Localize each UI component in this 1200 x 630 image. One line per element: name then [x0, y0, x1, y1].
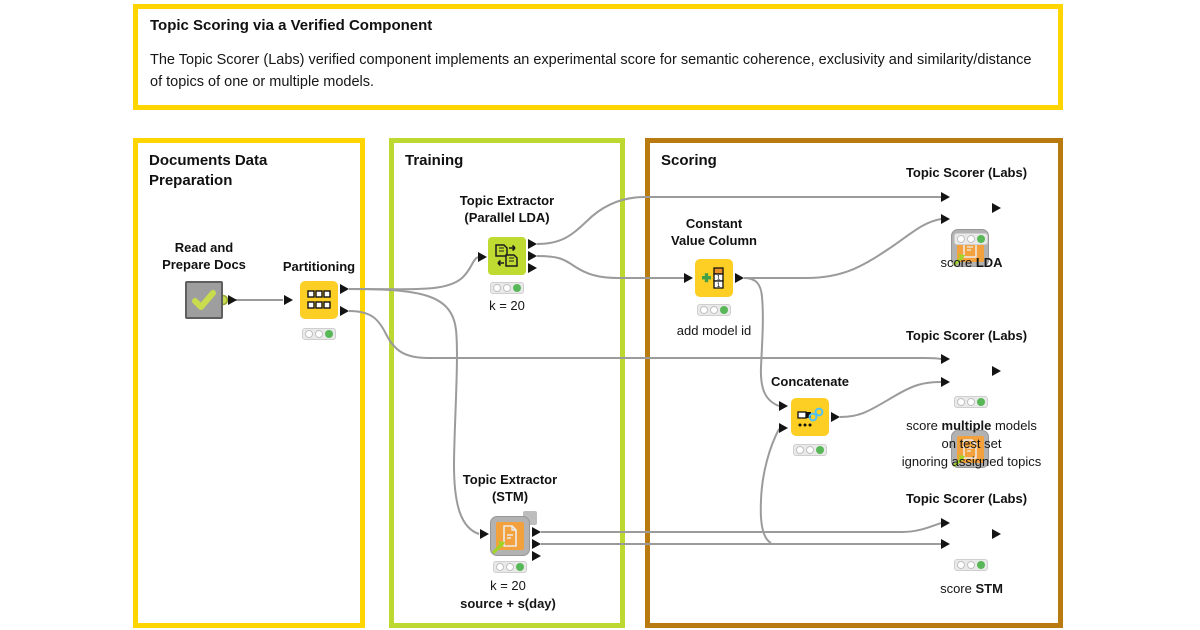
label-topic-scorer-stm: Topic Scorer (Labs)	[905, 491, 1028, 506]
lda-output-port-2	[528, 251, 537, 261]
label-read-and-prepare-docs: Read and Prepare Docs	[162, 240, 246, 273]
label-partitioning: Partitioning	[282, 259, 356, 274]
wire-lda-to-scorer-lda[interactable]	[536, 196, 941, 245]
group-title-scoring: Scoring	[661, 152, 717, 169]
concatenate-icon	[797, 407, 824, 427]
node-topic-scorer-multi[interactable]	[951, 430, 989, 468]
label-constant-value-column: Constant Value Column	[671, 216, 757, 249]
cvc-output-port	[735, 273, 744, 283]
wire-partitioning-to-stm[interactable]	[348, 288, 480, 535]
label-topic-scorer-multi: Topic Scorer (Labs)	[905, 328, 1028, 343]
read-output-arrow	[228, 295, 237, 305]
svg-text:1: 1	[717, 282, 721, 289]
concatenate-output-port	[831, 412, 840, 422]
scorer-multi-output-port	[992, 366, 1001, 376]
scorer-multi-input-port-2	[941, 377, 950, 387]
group-box-documents-data-preparation[interactable]: Documents Data Preparation	[133, 138, 365, 628]
wire-concatenate-to-scorer-multi[interactable]	[839, 381, 942, 418]
stm-component-body	[491, 522, 524, 555]
annotation-body: The Topic Scorer (Labs) verified compone…	[150, 51, 1032, 90]
scorer-stm-output-port	[992, 529, 1001, 539]
cvc-input-port	[684, 273, 693, 283]
scorer-multi-body	[952, 435, 984, 467]
node-read-and-prepare-docs[interactable]	[185, 281, 223, 319]
sublabel-lda-k: k = 20	[489, 298, 525, 313]
topic-extractor-icon	[495, 244, 518, 267]
scorer-lda-input-port-2	[941, 214, 950, 224]
wire-partitioning-to-lda[interactable]	[348, 256, 479, 291]
sublabel-stm: k = 20 source + s(day)	[460, 578, 556, 611]
checkmark-icon	[192, 290, 216, 310]
sublabel-cvc: add model id	[676, 323, 752, 338]
concatenate-input-port-2	[779, 423, 788, 433]
stm-output-port-3	[532, 551, 541, 561]
label-topic-extractor-lda: Topic Extractor (Parallel LDA)	[459, 193, 555, 226]
wire-stm-to-concatenate[interactable]	[759, 428, 780, 544]
linked-component-arrow-icon	[491, 541, 505, 555]
label-topic-extractor-stm: Topic Extractor (STM)	[462, 472, 558, 505]
partitioning-output-port-2	[340, 306, 349, 316]
wire-cvc-to-scorer-lda[interactable]	[744, 218, 942, 279]
linked-component-arrow-icon	[952, 454, 965, 467]
partitioning-output-port-1	[340, 284, 349, 294]
group-box-scoring[interactable]: Scoring	[645, 138, 1063, 628]
scorer-stm-input-port-2	[941, 539, 950, 549]
annotation-box-topic-scoring[interactable]: Topic Scoring via a Verified Component T…	[133, 4, 1063, 110]
node-topic-extractor-stm[interactable]	[490, 516, 530, 556]
wire-lda-to-constant-value-column[interactable]	[536, 255, 684, 279]
wire-stm-to-scorer-stm-top[interactable]	[541, 522, 942, 533]
traffic-light-lda	[490, 282, 524, 294]
stm-input-port	[480, 529, 489, 539]
wire-cvc-to-concatenate[interactable]	[743, 277, 780, 407]
lda-output-port-1	[528, 239, 537, 249]
lda-output-port-3	[528, 263, 537, 273]
label-concatenate: Concatenate	[770, 374, 850, 389]
traffic-light-scorer-lda	[954, 233, 988, 245]
group-title-training: Training	[405, 152, 464, 169]
scorer-multi-input-port-1	[941, 354, 950, 364]
stm-output-port-2	[532, 539, 541, 549]
sublabel-scorer-multi: score multiple models on test set ignori…	[901, 418, 1042, 469]
traffic-light-cvc	[697, 304, 731, 316]
partition-table-icon	[307, 290, 331, 309]
traffic-light-partitioning	[302, 328, 336, 340]
traffic-light-concatenate	[793, 444, 827, 456]
scorer-stm-input-port-1	[941, 518, 950, 528]
label-topic-scorer-lda: Topic Scorer (Labs)	[905, 165, 1028, 180]
scorer-lda-output-port	[992, 203, 1001, 213]
node-partitioning[interactable]	[300, 281, 338, 319]
concatenate-input-port-1	[779, 401, 788, 411]
node-constant-value-column[interactable]: 1 1	[695, 259, 733, 297]
traffic-light-scorer-multi	[954, 396, 988, 408]
node-topic-extractor-lda[interactable]	[488, 237, 526, 275]
document-icon	[963, 439, 977, 459]
scorer-lda-input-port-1	[941, 192, 950, 202]
traffic-light-stm	[493, 561, 527, 573]
node-concatenate[interactable]	[791, 398, 829, 436]
sublabel-scorer-lda: score LDA	[940, 255, 1003, 270]
annotation-title: Topic Scoring via a Verified Component	[150, 17, 433, 34]
linked-component-arrow-icon	[952, 253, 965, 266]
partitioning-input-port	[284, 295, 293, 305]
ports-layer[interactable]	[228, 192, 1001, 561]
traffic-light-scorer-stm	[954, 559, 988, 571]
sublabel-scorer-stm: score STM	[940, 581, 1003, 596]
wire-partitioning-to-scorer-multi[interactable]	[348, 310, 942, 360]
svg-text:1: 1	[717, 275, 721, 282]
group-title-documents: Documents Data Preparation	[149, 152, 268, 189]
stm-output-port-1	[532, 527, 541, 537]
constant-value-column-icon: 1 1	[702, 267, 724, 289]
lda-input-port	[478, 252, 487, 262]
